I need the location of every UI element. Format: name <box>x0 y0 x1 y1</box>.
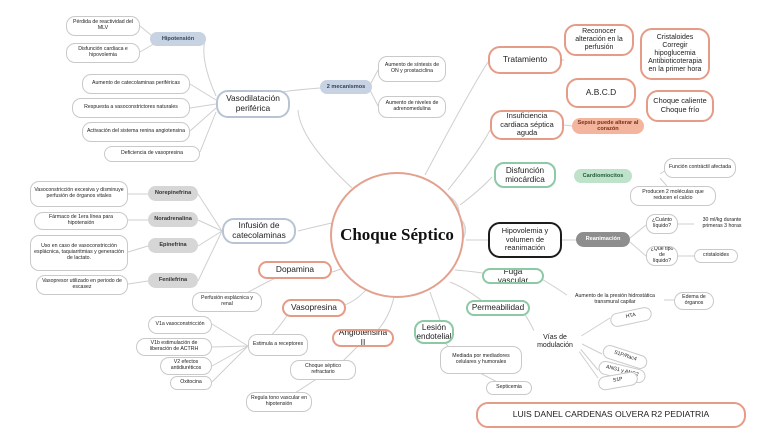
cardiomiocitos-pill[interactable]: Cardiomiocitos <box>574 169 632 183</box>
choque-refractario: Choque séptico refractario <box>290 360 356 380</box>
drug-desc-epinefrina: Uso en caso de vasoconstricción esplácni… <box>30 235 128 271</box>
drug-desc-fenilefrina: Vasopresor utilizado en periodo de escas… <box>36 275 128 295</box>
mecanismo-item-2: Aumento de niveles de adrenomedulina <box>378 96 446 118</box>
cause-item-3: Activación del sistema renina angiotensi… <box>82 122 190 142</box>
central-title: Choque Séptico <box>338 225 456 245</box>
dopamina-note: Perfusión esplácnica y renal <box>192 292 262 312</box>
central-topic[interactable]: Choque Séptico <box>330 172 464 298</box>
infusion-node[interactable]: Infusión de catecolaminas <box>222 218 296 244</box>
mecanismos-pill[interactable]: 2 mecanismos <box>320 80 372 94</box>
drug-desc-norepinefrina: Vasoconstricción excesiva y disminuye pe… <box>30 181 128 207</box>
fuga-item-edema: Edema de órganos <box>674 292 714 310</box>
sepsis-pill[interactable]: Sepsis puede alterar al corazón <box>572 118 644 134</box>
vias-modulacion-node[interactable]: Vías de modulación <box>528 330 582 354</box>
choque-caliente-node[interactable]: Choque caliente Choque frío <box>646 90 714 122</box>
regula-tono: Regula tono vascular en hipotensión <box>246 392 312 412</box>
hipotension-item-2: Disfunción cardiaca e hipovolemia <box>66 43 140 63</box>
mecanismo-item-1: Aumento de síntesis de ON y prostaciclin… <box>378 56 446 82</box>
cause-item-4: Deficiencia de vasopresina <box>104 146 200 162</box>
reconocer-node[interactable]: Reconocer alteración en la perfusión <box>564 24 634 56</box>
receptor-v1a: V1a vasoconstricción <box>148 316 212 334</box>
answer-30mlkg: 30 ml/kg durante primeras 3 horas <box>694 213 750 235</box>
cristaloides-node[interactable]: Cristaloides Corregir hipoglucemia Antib… <box>640 28 710 80</box>
author-banner: LUIS DANEL CARDENAS OLVERA R2 PEDIATRIA <box>476 402 746 428</box>
vasopresina-node[interactable]: Vasopresina <box>282 299 346 317</box>
reanimacion-pill[interactable]: Reanimación <box>576 232 630 247</box>
receptor-v2: V2 efectos antidiuréticos <box>160 357 212 375</box>
hipotension-item-1: Pérdida de reactividad del MLV <box>66 16 140 36</box>
question-cuanto-liquido: ¿Cuánto líquido? <box>646 214 678 234</box>
permeabilidad-node[interactable]: Permeabilidad <box>466 300 530 316</box>
answer-cristaloides: cristaloides <box>694 249 738 263</box>
drug-desc-noradrenalina: Fármaco de 1era línea para hipotensión <box>34 212 128 230</box>
vasodilatacion-node[interactable]: Vasodilatación periférica <box>216 90 290 118</box>
fuga-vascular-node[interactable]: Fuga vascular <box>482 268 544 284</box>
angiotensina-node[interactable]: Angiotensina II <box>332 329 394 347</box>
receptor-oxitocina: Oxitocina <box>170 376 212 390</box>
drug-pill-fenilefrina[interactable]: Fenilefrina <box>148 273 198 288</box>
tratamiento-node[interactable]: Tratamiento <box>488 46 562 74</box>
drug-pill-epinefrina[interactable]: Epinefrina <box>148 238 198 253</box>
drug-pill-noradrenalina[interactable]: Noradrenalina <box>148 212 198 227</box>
cause-item-1: Aumento de catecolaminas periféricas <box>82 74 190 94</box>
lesion-endotelial-node[interactable]: Lesión endotelial <box>414 320 454 344</box>
mediada-item: Mediada por mediadores celulares y humor… <box>440 346 522 374</box>
insuficiencia-node[interactable]: Insuficiencia cardiaca séptica aguda <box>490 110 564 140</box>
dopamina-node[interactable]: Dopamina <box>258 261 332 279</box>
drug-pill-norepinefrina[interactable]: Norepinefrina <box>148 186 198 201</box>
fuga-item-presion: Aumento de la presión hidrostática trans… <box>566 290 664 310</box>
receptor-v1b: V1b estimulación de liberación de ACTRH <box>136 338 212 356</box>
cause-item-2: Respuesta a vasoconstrictores naturales <box>72 98 190 118</box>
abcd-node[interactable]: A.B.C.D <box>566 78 636 108</box>
hipotension-pill[interactable]: Hipotensión <box>150 32 206 46</box>
disfuncion-item-1: Función contráctil afectada <box>664 158 736 178</box>
estimula-receptores: Estimula a receptores <box>248 334 308 356</box>
hipovolemia-node[interactable]: Hipovolemia y volumen de reanimación <box>488 222 562 258</box>
disfuncion-item-2: Producen 2 moléculas que reducen el calc… <box>630 186 716 206</box>
disfuncion-node[interactable]: Disfunción miocárdica <box>494 162 556 188</box>
question-tipo-liquido: ¿Qué tipo de líquido? <box>646 246 678 266</box>
septicemia-item: Septicemia <box>486 381 532 395</box>
